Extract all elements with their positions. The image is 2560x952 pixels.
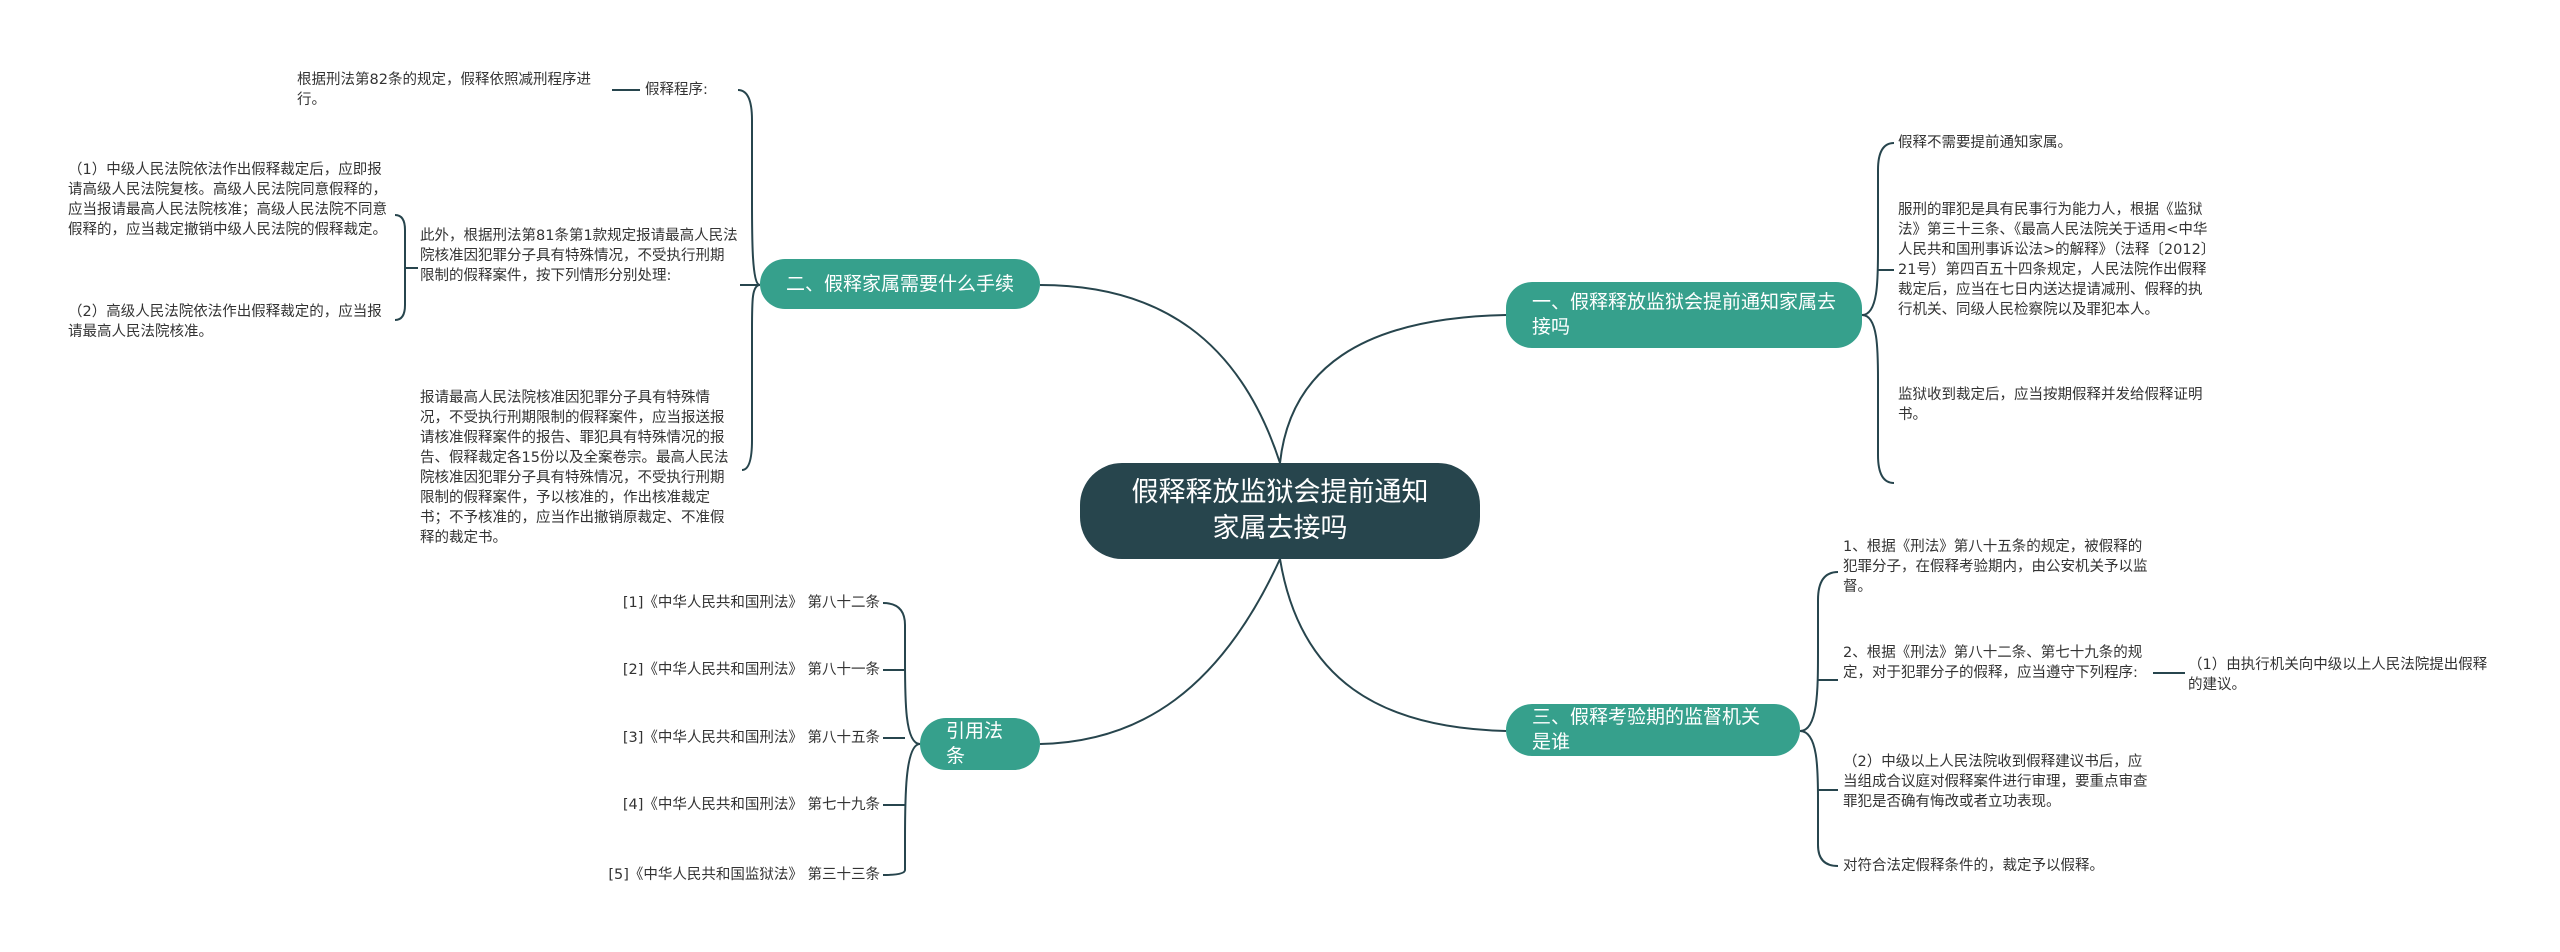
supervision-item-4[interactable]: 对符合法定假释条件的，裁定予以假释。 xyxy=(1843,856,2173,876)
sub-item-2-text: （2）高级人民法院依法作出假释裁定的，应当报请最高人民法院核准。 xyxy=(68,304,382,340)
branch-procedures-label: 二、假释家属需要什么手续 xyxy=(786,272,1015,295)
connector-b4-bracket xyxy=(882,602,921,745)
article-81-text[interactable]: 此外，根据刑法第81条第1款规定报请最高人民法院核准因犯罪分子具有特殊情况，不受… xyxy=(420,226,738,286)
certificate-issue-text-content: 监狱收到裁定后，应当按期假释并发给假释证明书。 xyxy=(1898,387,2203,423)
branch-cited-laws[interactable]: 引用法条 xyxy=(920,718,1040,770)
supervision-item-4-text: 对符合法定假释条件的，裁定予以假释。 xyxy=(1843,858,2104,874)
prison-law-rule[interactable]: 服刑的罪犯是具有民事行为能力人，根据《监狱法》第三十三条、《最高人民法院关于适用… xyxy=(1898,200,2210,320)
connector-b2-bracket xyxy=(1861,142,1895,316)
branch-notify-family-label: 一、假释释放监狱会提前通知家属去接吗 xyxy=(1532,291,1837,338)
connector-root-b3 xyxy=(1279,558,1507,732)
branch-cited-laws-label: 引用法条 xyxy=(946,720,1004,767)
no-notice-text-content: 假释不需要提前通知家属。 xyxy=(1898,135,2072,151)
law-item[interactable]: [2]《中华人民共和国刑法》 第八十一条 xyxy=(548,660,880,680)
prison-law-rule-content: 服刑的罪犯是具有民事行为能力人，根据《监狱法》第三十三条、《最高人民法院关于适用… xyxy=(1898,202,2209,318)
law-item-text: [1]《中华人民共和国刑法》 第八十二条 xyxy=(622,595,880,611)
certificate-issue-text[interactable]: 监狱收到裁定后，应当按期假释并发给假释证明书。 xyxy=(1898,385,2210,425)
branch-notify-family[interactable]: 一、假释释放监狱会提前通知家属去接吗 xyxy=(1506,282,1862,348)
branch-procedures[interactable]: 二、假释家属需要什么手续 xyxy=(760,259,1040,309)
sub-item-2[interactable]: （2）高级人民法院依法作出假释裁定的，应当报请最高人民法院核准。 xyxy=(68,302,393,342)
supervision-item-1[interactable]: 1、根据《刑法》第八十五条的规定，被假释的犯罪分子，在假释考验期内，由公安机关予… xyxy=(1843,537,2153,597)
root-title: 假释释放监狱会提前通知家属去接吗 xyxy=(1131,477,1429,544)
law-item[interactable]: [4]《中华人民共和国刑法》 第七十九条 xyxy=(548,795,880,815)
connector-root-b4 xyxy=(1039,558,1281,745)
connector-b1-bracket xyxy=(737,89,761,286)
root-topic[interactable]: 假释释放监狱会提前通知家属去接吗 xyxy=(1080,463,1480,559)
supervision-item-2[interactable]: 2、根据《刑法》第八十二条、第七十九条的规定，对于犯罪分子的假释，应当遵守下列程… xyxy=(1843,643,2153,683)
procedure-text-content: 根据刑法第82条的规定，假释依照减刑程序进行。 xyxy=(297,72,591,108)
procedure-label[interactable]: 假释程序: xyxy=(645,80,755,100)
sub-item-1-text: （1）中级人民法院依法作出假释裁定后，应即报请高级人民法院复核。高级人民法院同意… xyxy=(68,162,387,238)
connector-root-b2 xyxy=(1279,314,1507,464)
procedure-text[interactable]: 根据刑法第82条的规定，假释依照减刑程序进行。 xyxy=(297,70,609,110)
branch-supervising-authority[interactable]: 三、假释考验期的监督机关是谁 xyxy=(1506,704,1800,756)
law-item-text: [5]《中华人民共和国监狱法》 第三十三条 xyxy=(608,867,880,883)
connector-root-b1 xyxy=(1039,284,1281,464)
article-81-text-content: 此外，根据刑法第81条第1款规定报请最高人民法院核准因犯罪分子具有特殊情况，不受… xyxy=(420,228,738,284)
law-item[interactable]: [1]《中华人民共和国刑法》 第八十二条 xyxy=(548,593,880,613)
supervision-item-3[interactable]: （2）中级以上人民法院收到假释建议书后，应当组成合议庭对假释案件进行审理，要重点… xyxy=(1843,752,2153,812)
law-item-text: [4]《中华人民共和国刑法》 第七十九条 xyxy=(622,797,880,813)
law-item[interactable]: [3]《中华人民共和国刑法》 第八十五条 xyxy=(548,728,880,748)
supervision-item-2-text: 2、根据《刑法》第八十二条、第七十九条的规定，对于犯罪分子的假释，应当遵守下列程… xyxy=(1843,645,2143,681)
branch-supervising-authority-label: 三、假释考验期的监督机关是谁 xyxy=(1532,706,1761,753)
law-item[interactable]: [5]《中华人民共和国监狱法》 第三十三条 xyxy=(548,865,880,885)
supervision-item-2-sub-text: （1）由执行机关向中级以上人民法院提出假释的建议。 xyxy=(2188,657,2488,693)
connector-b3-bracket xyxy=(1799,571,1839,732)
report-text[interactable]: 报请最高人民法院核准因犯罪分子具有特殊情况，不受执行刑期限制的假释案件，应当报送… xyxy=(420,388,738,548)
report-text-content: 报请最高人民法院核准因犯罪分子具有特殊情况，不受执行刑期限制的假释案件，应当报送… xyxy=(420,390,729,546)
law-item-text: [3]《中华人民共和国刑法》 第八十五条 xyxy=(622,730,880,746)
no-notice-text[interactable]: 假释不需要提前通知家属。 xyxy=(1898,133,2228,153)
sub-item-1[interactable]: （1）中级人民法院依法作出假释裁定后，应即报请高级人民法院复核。高级人民法院同意… xyxy=(68,160,393,240)
supervision-item-1-text: 1、根据《刑法》第八十五条的规定，被假释的犯罪分子，在假释考验期内，由公安机关予… xyxy=(1843,539,2148,595)
law-item-text: [2]《中华人民共和国刑法》 第八十一条 xyxy=(622,662,880,678)
supervision-item-3-text: （2）中级以上人民法院收到假释建议书后，应当组成合议庭对假释案件进行审理，要重点… xyxy=(1843,754,2148,810)
supervision-item-2-sub[interactable]: （1）由执行机关向中级以上人民法院提出假释的建议。 xyxy=(2188,655,2498,695)
procedure-label-text: 假释程序: xyxy=(645,82,708,98)
